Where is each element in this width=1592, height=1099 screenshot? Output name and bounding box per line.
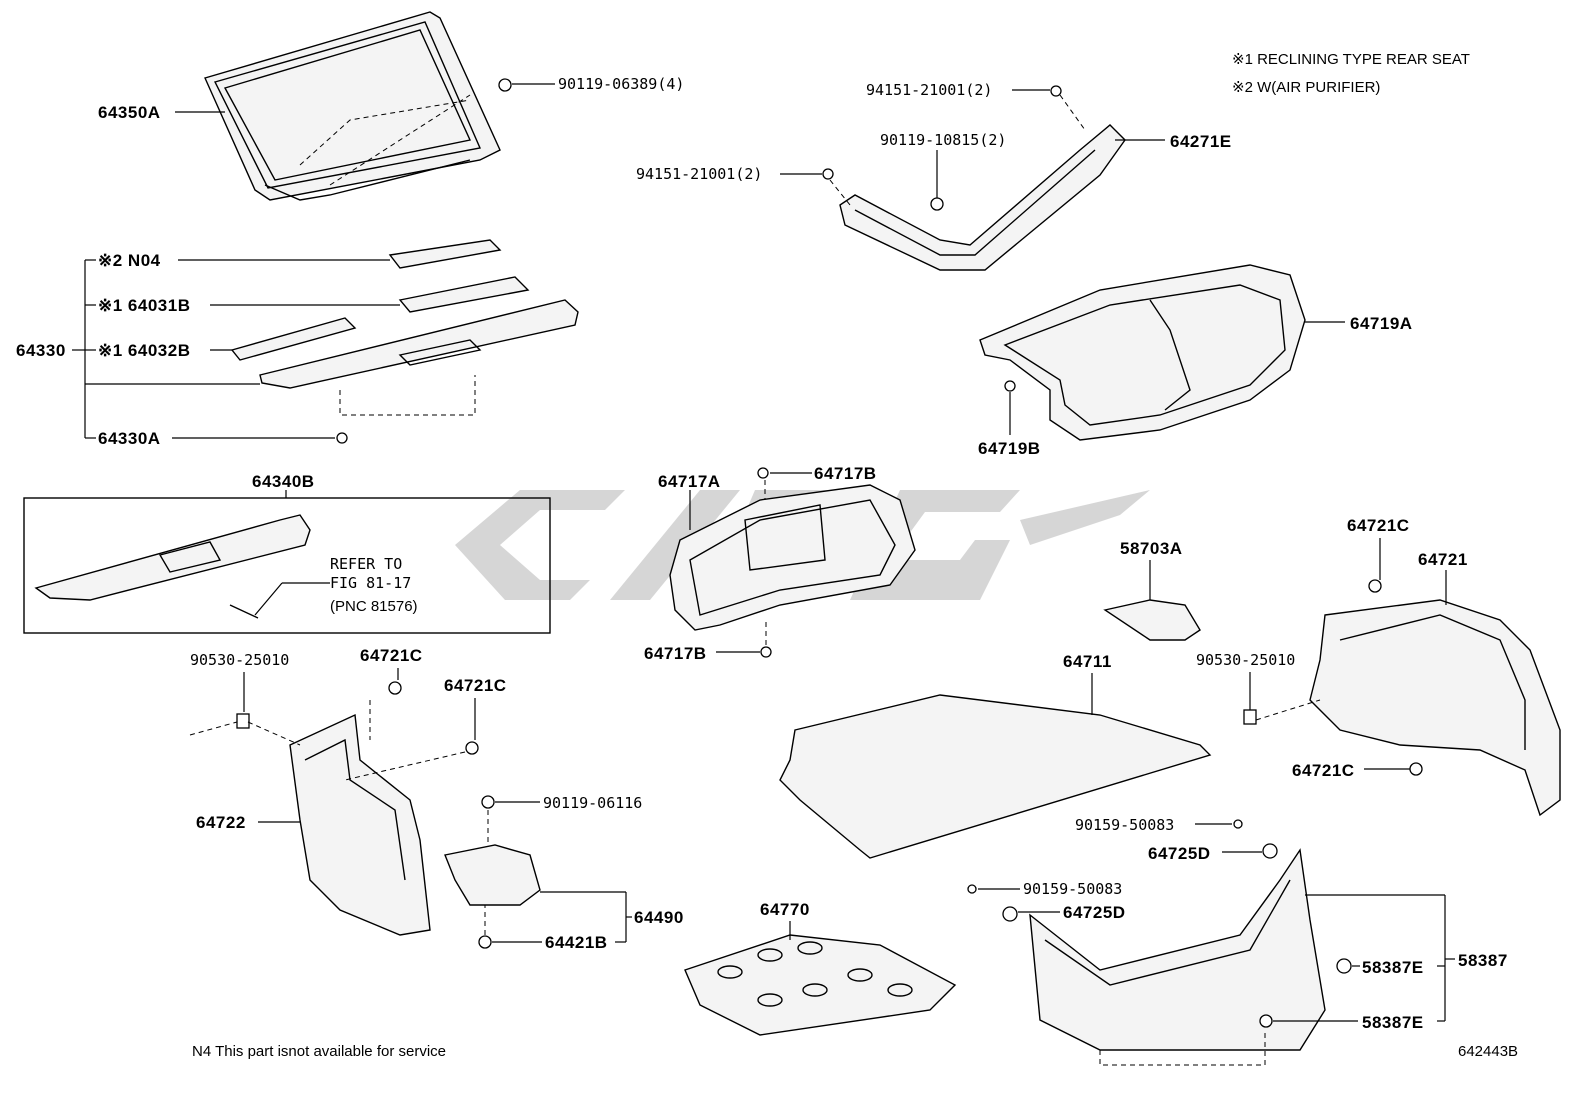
part-64770-board	[684, 934, 957, 1036]
label-64340b: 64340B	[252, 472, 315, 491]
part-64717a-trim	[669, 484, 916, 631]
part-64032b-tray	[230, 299, 579, 389]
refer-line-1: REFER TO	[330, 555, 402, 573]
label-n04: ※2 N04	[98, 251, 161, 270]
clip-64721c-right-bottom	[1409, 762, 1423, 776]
callout-box-64340b	[23, 497, 551, 634]
clip-64721c-left-mid	[465, 741, 479, 755]
refer-line-3: (PNC 81576)	[330, 598, 418, 615]
label-64717a: 64717A	[658, 472, 721, 491]
label-64725d-a: 64725D	[1148, 844, 1211, 863]
bolt-90119-10815	[930, 197, 944, 211]
label-90530-25010-left: 90530-25010	[190, 651, 289, 669]
legend-note-2: ※2 W(AIR PURIFIER)	[1232, 79, 1380, 96]
label-64770: 64770	[760, 900, 810, 919]
label-90119-06389: 90119-06389(4)	[558, 75, 684, 93]
clip-64721c-left-top	[388, 681, 402, 695]
clip-64725d-b	[1002, 906, 1018, 922]
clip-90530-25010-left	[236, 713, 250, 729]
part-64719a-lid-trim	[979, 264, 1306, 441]
clip-64421b	[478, 935, 492, 949]
label-58387e-b: 58387E	[1362, 1013, 1424, 1032]
label-64721: 64721	[1418, 550, 1468, 569]
clip-64717b-top	[757, 467, 769, 479]
label-58387e-a: 58387E	[1362, 958, 1424, 977]
label-64421b: 64421B	[545, 933, 608, 952]
part-64721-side-trim	[1309, 599, 1561, 817]
bolt-90119-06116	[481, 795, 495, 809]
label-94151-21001-top: 94151-21001(2)	[866, 81, 992, 99]
label-90159-50083-a: 90159-50083	[1075, 816, 1174, 834]
clip-90530-25010-right	[1243, 709, 1257, 725]
footer-note: N4 This part isnot available for service	[192, 1043, 446, 1060]
refer-line-2: FIG 81-17	[330, 574, 411, 592]
label-90119-10815: 90119-10815(2)	[880, 131, 1006, 149]
nut-94151-21001-top	[1050, 85, 1062, 97]
clip-64719b	[1004, 380, 1016, 392]
label-64721c-right-bottom: 64721C	[1292, 761, 1355, 780]
clip-58387e-a	[1336, 958, 1352, 974]
part-64711-mat	[779, 694, 1212, 859]
label-64031b: ※1 64031B	[98, 296, 190, 315]
label-64490: 64490	[634, 908, 684, 927]
label-64721c-right-top: 64721C	[1347, 516, 1410, 535]
label-94151-21001-left: 94151-21001(2)	[636, 165, 762, 183]
label-64350a: 64350A	[98, 103, 161, 122]
label-64719a: 64719A	[1350, 314, 1413, 333]
label-64032b: ※1 64032B	[98, 341, 190, 360]
clip-64717b-bottom	[760, 646, 772, 658]
label-64330a: 64330A	[98, 429, 161, 448]
label-64711: 64711	[1063, 652, 1112, 671]
label-64719b: 64719B	[978, 439, 1041, 458]
nut-90159-50083-a	[1233, 819, 1243, 829]
label-64717b-bottom: 64717B	[644, 644, 707, 663]
clip-64721c-right-top	[1368, 579, 1382, 593]
label-58387: 58387	[1458, 951, 1508, 970]
label-58703a: 58703A	[1120, 539, 1183, 558]
part-64271e-trim	[829, 94, 1126, 271]
clip-64340b	[229, 604, 259, 619]
label-90119-06116: 90119-06116	[543, 794, 642, 812]
label-90159-50083-b: 90159-50083	[1023, 880, 1122, 898]
bolt-90119-06389	[498, 78, 512, 92]
part-64340b-trim	[34, 514, 311, 601]
label-64722: 64722	[196, 813, 246, 832]
part-64031b-panel	[398, 276, 530, 313]
label-90530-25010-right: 90530-25010	[1196, 651, 1295, 669]
part-64722-side-trim	[289, 713, 431, 936]
nut-94151-21001-left	[822, 168, 834, 180]
part-n04-vent	[388, 239, 502, 269]
legend-note-1: ※1 RECLINING TYPE REAR SEAT	[1232, 51, 1470, 68]
part-58703a-pad	[1103, 599, 1201, 641]
part-64421b-box	[444, 844, 541, 906]
part-58387-sill-trim	[1029, 848, 1326, 1051]
clip-64725d-a	[1262, 843, 1278, 859]
label-64717b-top: 64717B	[814, 464, 877, 483]
part-64350a-frame	[204, 11, 501, 201]
clip-58387e-b	[1259, 1014, 1273, 1028]
figure-id: 642443B	[1458, 1043, 1518, 1060]
label-64725d-b: 64725D	[1063, 903, 1126, 922]
label-64271e: 64271E	[1170, 132, 1232, 151]
label-64330: 64330	[16, 341, 66, 360]
clip-64330a	[336, 432, 348, 444]
label-64721c-left-top: 64721C	[360, 646, 423, 665]
nut-90159-50083-b	[967, 884, 977, 894]
label-64721c-left-mid: 64721C	[444, 676, 507, 695]
